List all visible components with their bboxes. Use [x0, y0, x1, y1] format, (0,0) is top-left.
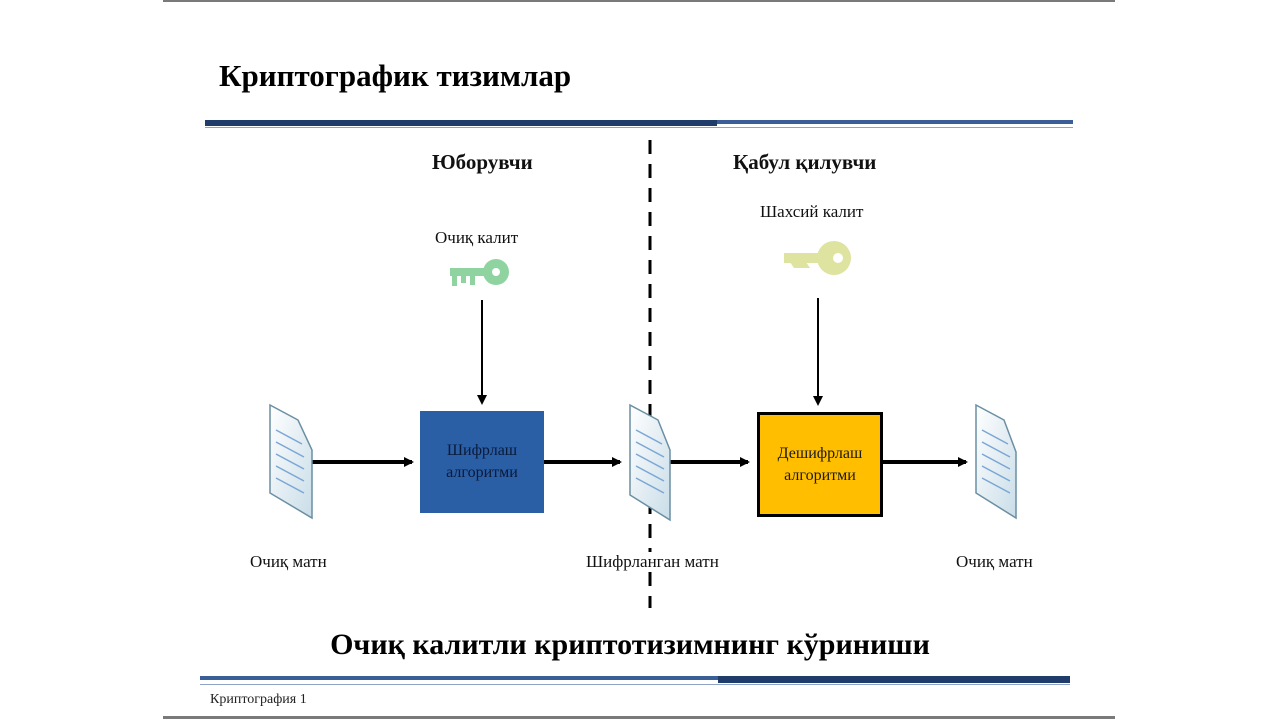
slide-footer: Криптография 1	[210, 692, 307, 707]
private-key-label: Шахсий калит	[760, 202, 864, 221]
title-rule-thin	[205, 127, 1073, 128]
document-icon-plaintext-left	[269, 403, 313, 520]
encryption-algorithm-box: Шифрлаш алгоритми	[420, 411, 544, 513]
diagram-caption-text: Очиқ калитли криптотизимнинг кўриниши	[330, 628, 930, 661]
footer-rule-dark	[718, 676, 1070, 683]
encryption-algorithm-label: Шифрлаш алгоритми	[446, 442, 518, 481]
decryption-algorithm-label: Дешифрлаш алгоритми	[777, 444, 863, 484]
public-key-label: Очиқ калит	[435, 228, 519, 247]
ciphertext-label: Шифрланган матн	[584, 552, 721, 572]
public-key-icon	[450, 259, 509, 286]
footer-rule-light	[200, 676, 718, 680]
left-margin	[0, 0, 163, 719]
sender-heading: Юборувчи	[432, 150, 533, 174]
document-icon-plaintext-right	[975, 403, 1017, 520]
slide-bottom-border	[163, 716, 1115, 719]
title-rule-light	[717, 120, 1073, 124]
footer-rule-thin	[200, 684, 1070, 685]
private-key-icon	[784, 241, 851, 275]
decryption-algorithm-box: Дешифрлаш алгоритми	[757, 412, 883, 517]
slide-top-border	[163, 0, 1115, 2]
right-margin	[1115, 0, 1280, 719]
receiver-heading: Қабул қилувчи	[733, 150, 877, 174]
diagram-caption: Очиқ калитли криптотизимнинг кўриниши	[0, 628, 1280, 662]
document-icon-ciphertext	[629, 403, 671, 522]
plaintext-left-label: Очиқ матн	[250, 552, 327, 571]
plaintext-right-label: Очиқ матн	[956, 552, 1033, 571]
slide-title: Криптографик тизимлар	[219, 58, 572, 93]
title-rule-dark	[205, 120, 717, 126]
